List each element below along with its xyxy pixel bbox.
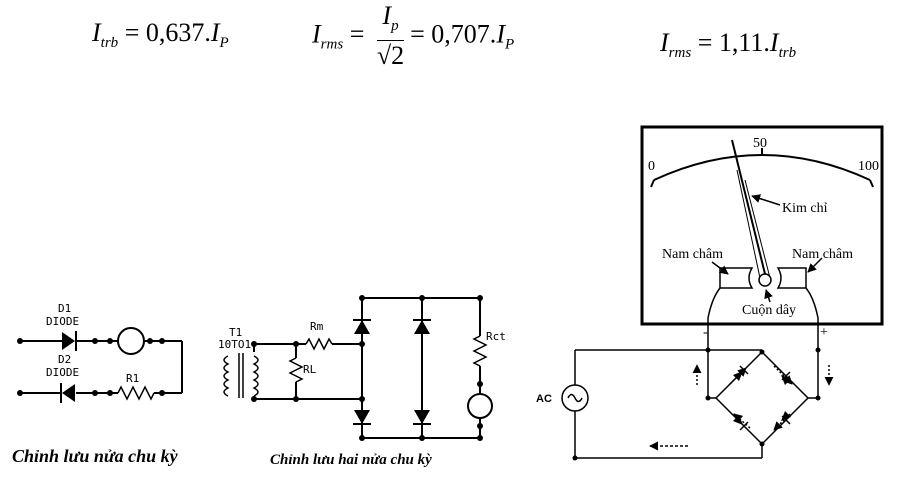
meter-scale-arc xyxy=(653,154,871,181)
full-wave-nodes xyxy=(251,295,483,441)
meter-coil xyxy=(758,273,772,287)
formula-irms-lhs-sub: rms xyxy=(320,36,344,53)
meter-needle xyxy=(731,139,767,279)
formula-itrb: Itrb = 0,637.IP xyxy=(92,18,229,52)
formula-itrb-lhs-sub: trb xyxy=(100,35,119,51)
formula-irms2-lhs-sub: rms xyxy=(668,45,692,61)
label-rct: Rct xyxy=(486,330,506,343)
label-rl: RL xyxy=(303,363,317,376)
resistor-rl xyxy=(288,357,304,383)
formula-irms-fraction: Ip √2 xyxy=(376,2,405,71)
magnet-right xyxy=(776,267,807,289)
label-d2-type: DIODE xyxy=(46,366,79,379)
formula-irms2-eq: = 1,11. xyxy=(697,28,770,57)
scale-50: 50 xyxy=(753,136,767,151)
caption-full-wave: Chỉnh lưu hai nửa chu kỳ xyxy=(270,452,432,468)
label-needle: Kim chỉ xyxy=(782,201,828,216)
resistor-r1 xyxy=(117,385,155,401)
formula-irms-rhs: I xyxy=(496,19,505,49)
label-coil: Cuộn dây xyxy=(742,303,796,318)
formula-irms-numerator: Ip xyxy=(376,2,405,41)
lamp-half-wave xyxy=(117,327,145,355)
half-wave-nodes xyxy=(17,338,165,396)
formula-irms-peak: Irms = Ip √2 = 0,707.IP xyxy=(312,1,515,71)
caption-half-wave: Chỉnh lưu nửa chu kỳ xyxy=(12,446,178,466)
terminal-minus: - xyxy=(703,325,708,340)
half-wave-circuit xyxy=(20,327,183,403)
label-d2: D2 xyxy=(58,353,71,366)
label-d1-type: DIODE xyxy=(46,315,79,328)
label-d1: D1 xyxy=(58,302,71,315)
formula-irms-eq2: = 0,707. xyxy=(410,19,497,49)
formula-irms2-rhs-sub: trb xyxy=(778,45,797,61)
label-magnet-right: Nam châm xyxy=(792,247,853,262)
formula-itrb-rhs: I xyxy=(210,18,220,47)
label-ac: AC xyxy=(536,393,552,405)
transformer-primary xyxy=(223,355,230,397)
transformer-secondary xyxy=(252,355,259,397)
resistor-rm xyxy=(305,337,333,351)
bridge-diamond xyxy=(714,350,810,446)
label-r1: R1 xyxy=(126,372,139,385)
diode-d2 xyxy=(62,384,75,402)
label-rm: Rm xyxy=(310,320,324,333)
label-t1: T1 xyxy=(229,326,242,339)
formula-irms-lhs: I xyxy=(312,19,321,49)
formula-irms2-rhs: I xyxy=(769,28,779,57)
formula-irms-denominator: √2 xyxy=(376,41,405,70)
meter-bridge-diodes xyxy=(733,365,791,431)
formula-irms-rhs-sub: P xyxy=(504,36,515,53)
formula-irms-itrb: Irms = 1,11.Itrb xyxy=(660,28,796,62)
bridge-diodes xyxy=(353,319,431,425)
analog-meter xyxy=(640,125,884,326)
meter-full-wave xyxy=(467,393,493,419)
label-magnet-left: Nam châm xyxy=(662,247,723,262)
scale-0: 0 xyxy=(648,159,655,174)
scale-100: 100 xyxy=(858,159,879,174)
label-t1-ratio: 10TO1 xyxy=(218,338,251,351)
meter-bridge-circuit xyxy=(561,318,834,459)
formula-itrb-lhs: I xyxy=(92,18,101,47)
formula-itrb-rhs-sub: P xyxy=(219,35,229,51)
terminal-plus: + xyxy=(820,325,828,340)
resistor-rct xyxy=(472,335,488,367)
formula-irms2-lhs: I xyxy=(660,28,669,57)
meter-bridge-nodes xyxy=(572,347,821,461)
formula-itrb-eq: = 0,637. xyxy=(124,18,211,47)
diode-d1 xyxy=(62,332,75,350)
